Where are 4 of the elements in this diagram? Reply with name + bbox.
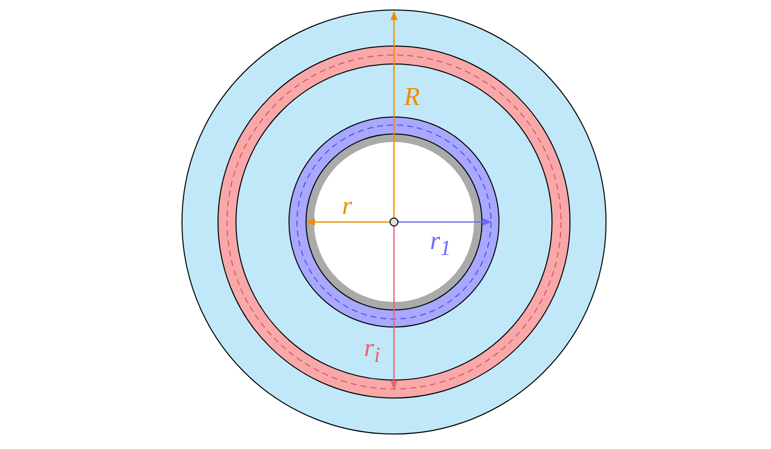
radius-label: R: [404, 84, 420, 110]
radius-label: r: [342, 193, 352, 219]
radius-label: r$_{i}$: [364, 335, 380, 367]
radius-label: r$_{1}$: [430, 228, 451, 260]
